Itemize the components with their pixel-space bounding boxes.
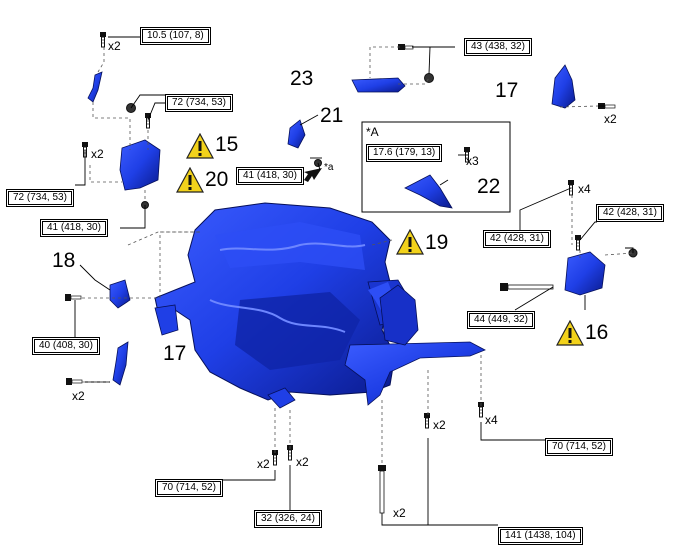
torque-spec-70: 70 (714, 52)	[545, 438, 613, 456]
torque-spec-10-5: 10.5 (107, 8)	[140, 27, 211, 45]
part-22	[404, 174, 453, 209]
warning-icon	[176, 167, 204, 193]
quantity-label: x2	[393, 506, 406, 520]
torque-spec-32: 32 (326, 24)	[254, 510, 322, 528]
dashed-guides	[82, 46, 634, 465]
torque-spec-41: 41 (418, 30)	[236, 167, 304, 185]
callout-18: 18	[52, 249, 76, 272]
torque-spec-40: 40 (408, 30)	[32, 337, 100, 355]
torque-spec-44: 44 (449, 32)	[467, 311, 535, 329]
torque-spec-141: 141 (1438, 104)	[498, 527, 583, 545]
callout-23: 23	[290, 67, 314, 90]
quantity-label: x2	[296, 455, 309, 469]
callout-17-bottom: 17	[163, 342, 187, 365]
bolt-icon	[423, 412, 431, 429]
quantity-label: x2	[433, 418, 446, 432]
quantity-label: x2	[257, 457, 270, 471]
torque-spec-43: 43 (438, 32)	[464, 38, 532, 56]
callout-21: 21	[320, 104, 344, 127]
quantity-label: x4	[485, 413, 498, 427]
quantity-label: x2	[91, 147, 104, 161]
warning-icon	[396, 229, 424, 255]
torque-spec-17-6: 17.6 (179, 13)	[366, 144, 443, 162]
bolt-long-icon	[378, 465, 386, 514]
arrow-icon	[304, 168, 322, 182]
part-21	[287, 119, 306, 149]
warning-icon	[186, 133, 214, 159]
quantity-label: x2	[604, 112, 617, 126]
bracket-18	[109, 279, 131, 309]
quantity-label: x2	[72, 389, 85, 403]
callout-20: 20	[205, 168, 229, 191]
callout-16: 16	[585, 321, 609, 344]
bracket-23	[351, 77, 406, 93]
warning-icon	[556, 320, 584, 346]
torque-spec-41: 41 (418, 30)	[40, 219, 108, 237]
engine-mount-16	[564, 251, 606, 296]
bolt-icon	[574, 234, 582, 251]
callout-15: 15	[215, 133, 239, 156]
bolt-icon	[567, 179, 575, 196]
engine-mount-bracket-15	[119, 139, 161, 191]
inset-label: *A	[366, 125, 379, 139]
bracket-small-top	[87, 71, 103, 103]
quantity-label: x4	[578, 182, 591, 196]
engine-assembly	[154, 202, 486, 409]
quantity-label: x3	[466, 154, 479, 168]
torque-spec-72: 72 (734, 53)	[165, 94, 233, 112]
torque-spec-72: 72 (734, 53)	[6, 189, 74, 207]
quantity-label: x2	[108, 39, 121, 53]
torque-spec-42: 42 (428, 31)	[483, 230, 551, 248]
bracket-17-bottom	[112, 341, 129, 386]
bracket-17-top	[551, 64, 576, 109]
long-bolt-44	[500, 283, 554, 291]
callout-19: 19	[425, 231, 449, 254]
torque-spec-42: 42 (428, 31)	[596, 204, 664, 222]
bolt-icon	[99, 31, 107, 48]
callout-17-top: 17	[495, 79, 519, 102]
note-star-a: *a	[324, 162, 334, 173]
callout-22: 22	[477, 175, 501, 198]
torque-spec-70: 70 (714, 52)	[155, 479, 223, 497]
detail-inset-box	[361, 121, 511, 213]
